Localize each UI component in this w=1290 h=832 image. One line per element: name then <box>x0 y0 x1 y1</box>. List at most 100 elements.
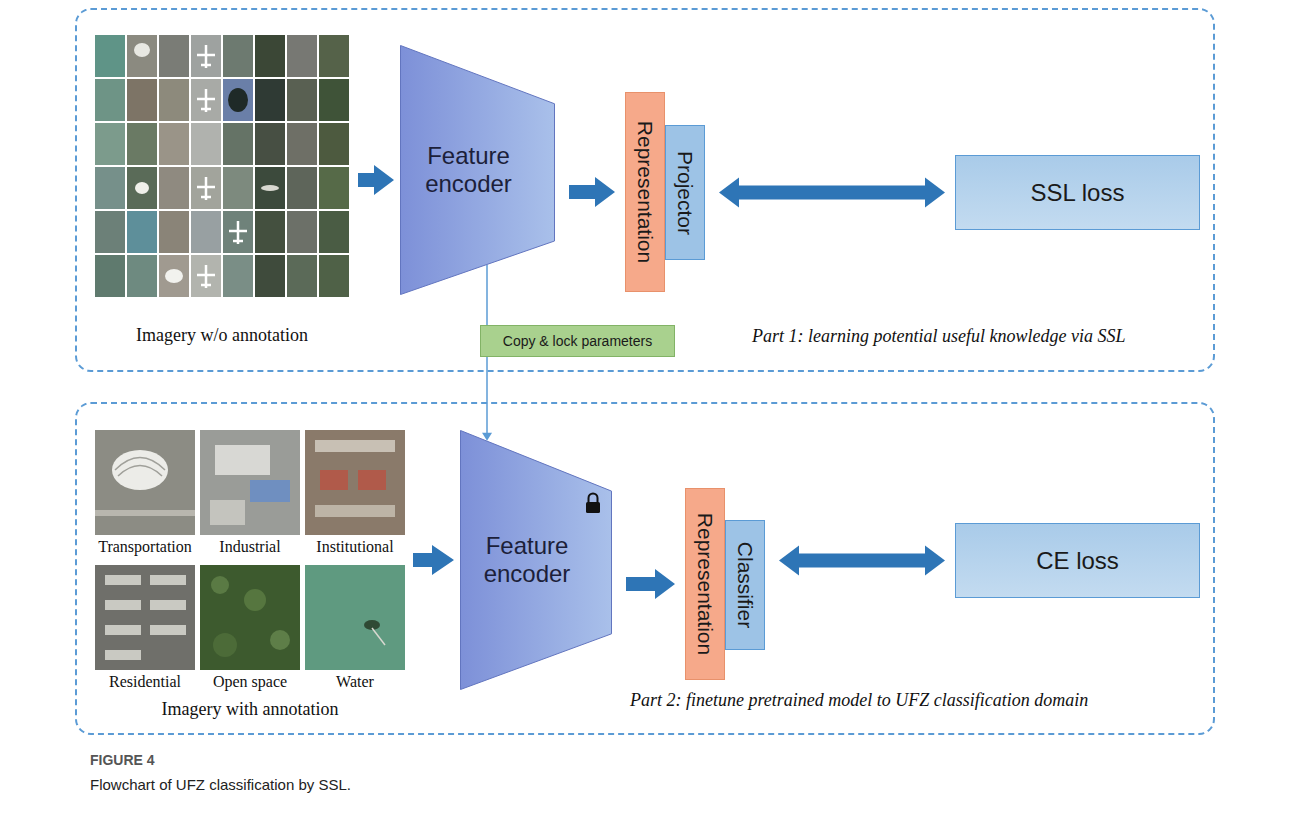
industrial-image <box>200 430 300 535</box>
encoder-trapezoid-outline <box>401 46 555 295</box>
node-text: Representation <box>633 121 657 263</box>
node-text: Feature encoder <box>406 142 531 197</box>
encoder-trapezoid: Feature encoder <box>460 430 612 690</box>
image-tile <box>159 255 189 297</box>
tank-detail <box>135 182 149 194</box>
image-set-label: Imagery with annotation <box>162 699 339 720</box>
building-detail <box>315 505 395 517</box>
node-text: Copy & lock parameters <box>503 333 652 349</box>
lock-icon <box>586 502 600 513</box>
node-text: CE loss <box>1036 547 1119 575</box>
plane-detail <box>197 265 215 288</box>
building-detail <box>105 625 141 635</box>
node-text: Classifier <box>733 542 757 628</box>
pier-detail <box>372 628 385 645</box>
tree-detail <box>270 630 290 650</box>
block-arrow-shape <box>626 569 675 599</box>
block-arrow <box>779 546 945 576</box>
transportation-image <box>95 430 195 535</box>
image-tile <box>223 79 253 121</box>
part-caption: Part 2: finetune pretrained model to UFZ… <box>630 690 1088 711</box>
image-tile <box>287 79 317 121</box>
figure-number: FIGURE 4 <box>90 752 155 768</box>
node-text: SSL loss <box>1031 179 1125 207</box>
block-arrow-shape <box>569 177 615 207</box>
image-set-label: Imagery w/o annotation <box>136 325 308 346</box>
loss-box: SSL loss <box>955 155 1200 230</box>
annotated-image-grid <box>95 430 405 670</box>
residential-image <box>95 565 195 670</box>
image-tile <box>255 123 285 165</box>
image-tile <box>95 167 125 209</box>
image-tile <box>127 167 157 209</box>
class-label: Residential <box>109 673 181 691</box>
copy-lock-box: Copy & lock parameters <box>480 325 675 357</box>
image-tile <box>127 79 157 121</box>
building-detail <box>105 650 141 660</box>
stadium-detail <box>112 450 168 490</box>
node-text: Representation <box>693 513 717 655</box>
connector-line <box>487 265 488 325</box>
image-tile <box>95 123 125 165</box>
block-arrow <box>358 165 394 195</box>
image-tile <box>223 35 253 77</box>
connector-stroke <box>486 265 488 325</box>
block-arrow <box>626 569 675 599</box>
connector-line <box>482 357 492 441</box>
block-arrow <box>719 178 945 208</box>
block-arrow <box>413 545 454 575</box>
roof-detail <box>215 445 270 475</box>
image-tile <box>255 255 285 297</box>
encoder-trapezoid: Feature encoder <box>400 45 555 295</box>
block-arrow-shape <box>719 178 945 208</box>
court-detail <box>320 470 348 490</box>
image-tile <box>223 123 253 165</box>
block-arrow-shape <box>779 546 945 576</box>
image-tile <box>95 255 125 297</box>
building-detail <box>150 600 186 610</box>
image-tile <box>287 255 317 297</box>
building-detail <box>105 600 141 610</box>
class-label: Open space <box>213 673 287 691</box>
image-tile <box>255 35 285 77</box>
tank-detail <box>134 43 150 57</box>
representation-bar: Representation <box>625 92 665 292</box>
image-tile <box>191 167 221 209</box>
building-detail <box>105 575 141 585</box>
image-tile <box>223 167 253 209</box>
image-tile <box>255 79 285 121</box>
image-tile <box>159 167 189 209</box>
image-tile <box>255 211 285 253</box>
class-label: Institutional <box>316 538 393 556</box>
building-detail <box>315 440 395 452</box>
connector-stroke <box>486 357 488 434</box>
image-tile <box>319 255 349 297</box>
open-space-image <box>200 565 300 670</box>
water-image <box>305 565 405 670</box>
part-caption: Part 1: learning potential useful knowle… <box>752 326 1125 347</box>
road-detail <box>95 510 195 516</box>
image-tile <box>127 35 157 77</box>
water-detail <box>228 88 248 112</box>
ship-detail <box>261 185 279 191</box>
class-label: Transportation <box>98 538 192 556</box>
image-tile <box>319 79 349 121</box>
class-label: Water <box>336 673 374 691</box>
loss-box: CE loss <box>955 523 1200 598</box>
court-detail <box>358 470 386 490</box>
block-arrow <box>569 177 615 207</box>
class-label: Industrial <box>219 538 280 556</box>
roof-detail <box>210 500 245 525</box>
image-tile <box>95 211 125 253</box>
classifier-bar: Classifier <box>725 520 765 650</box>
lock-icon <box>589 494 598 503</box>
image-tile <box>223 255 253 297</box>
tree-detail <box>244 589 266 611</box>
building-detail <box>150 575 186 585</box>
image-tile <box>287 123 317 165</box>
image-tile <box>159 123 189 165</box>
image-tile <box>319 35 349 77</box>
tree-detail <box>211 576 229 594</box>
node-text: Feature encoder <box>466 532 588 587</box>
